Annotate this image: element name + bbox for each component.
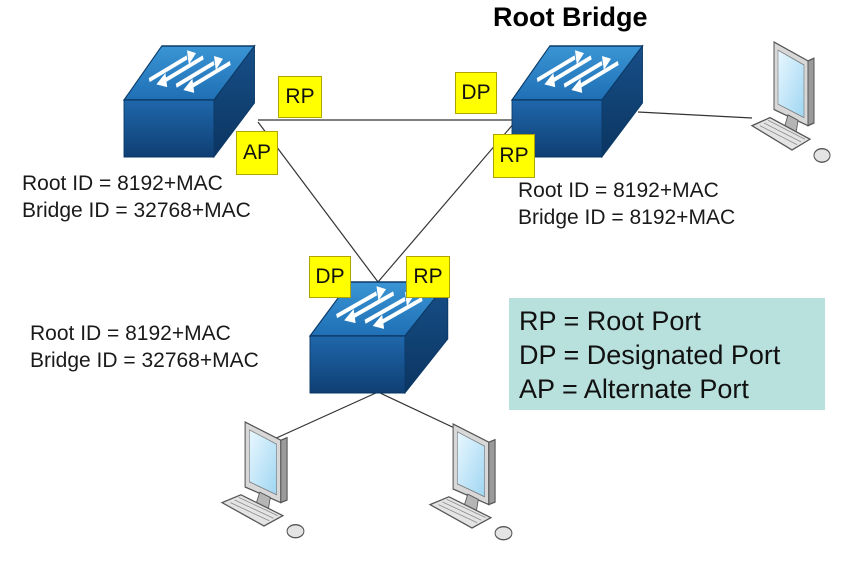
pc-right-icon[interactable] xyxy=(751,41,831,163)
root-bridge-title: Root Bridge xyxy=(493,2,648,32)
port-label-root-rp: RP xyxy=(493,134,535,178)
link-left-bottom xyxy=(257,121,379,283)
legend-item-dp: DP = Designated Port xyxy=(519,340,781,370)
legend-item-ap: AP = Alternate Port xyxy=(519,374,749,404)
port-label-root-dp: DP xyxy=(455,72,497,114)
link-root-pc xyxy=(637,111,753,119)
port-label-left-rp: RP xyxy=(278,76,322,118)
link-root-bottom xyxy=(377,121,516,283)
port-label-bottom-dp: DP xyxy=(309,256,351,298)
port-label-left-ap: AP xyxy=(236,131,278,175)
switch-bottom-bridge-id: Bridge ID = 32768+MAC xyxy=(30,349,259,372)
legend-box: RP = Root Port DP = Designated Port AP =… xyxy=(509,298,825,410)
switch-left-root-id: Root ID = 8192+MAC xyxy=(22,172,223,195)
links xyxy=(257,111,753,441)
port-label-bottom-rp: RP xyxy=(406,256,450,298)
link-bottom-pc-left xyxy=(271,391,379,441)
switch-root-root-id: Root ID = 8192+MAC xyxy=(518,179,719,202)
legend-item-rp: RP = Root Port xyxy=(519,306,701,336)
switch-root-info: Root ID = 8192+MAC Bridge ID = 8192+MAC xyxy=(518,177,735,231)
switch-bottom-root-id: Root ID = 8192+MAC xyxy=(30,322,231,345)
switch-left-info: Root ID = 8192+MAC Bridge ID = 32768+MAC xyxy=(22,170,251,224)
pc-bottom-left-icon[interactable] xyxy=(221,421,305,539)
switch-bottom-icon[interactable] xyxy=(310,282,448,393)
switch-bottom-info: Root ID = 8192+MAC Bridge ID = 32768+MAC xyxy=(30,320,259,374)
switch-left-icon[interactable] xyxy=(124,46,255,157)
pc-bottom-right-icon[interactable] xyxy=(429,423,513,541)
switch-left-bridge-id: Bridge ID = 32768+MAC xyxy=(22,199,251,222)
switch-root-bridge-id: Bridge ID = 8192+MAC xyxy=(518,206,736,229)
